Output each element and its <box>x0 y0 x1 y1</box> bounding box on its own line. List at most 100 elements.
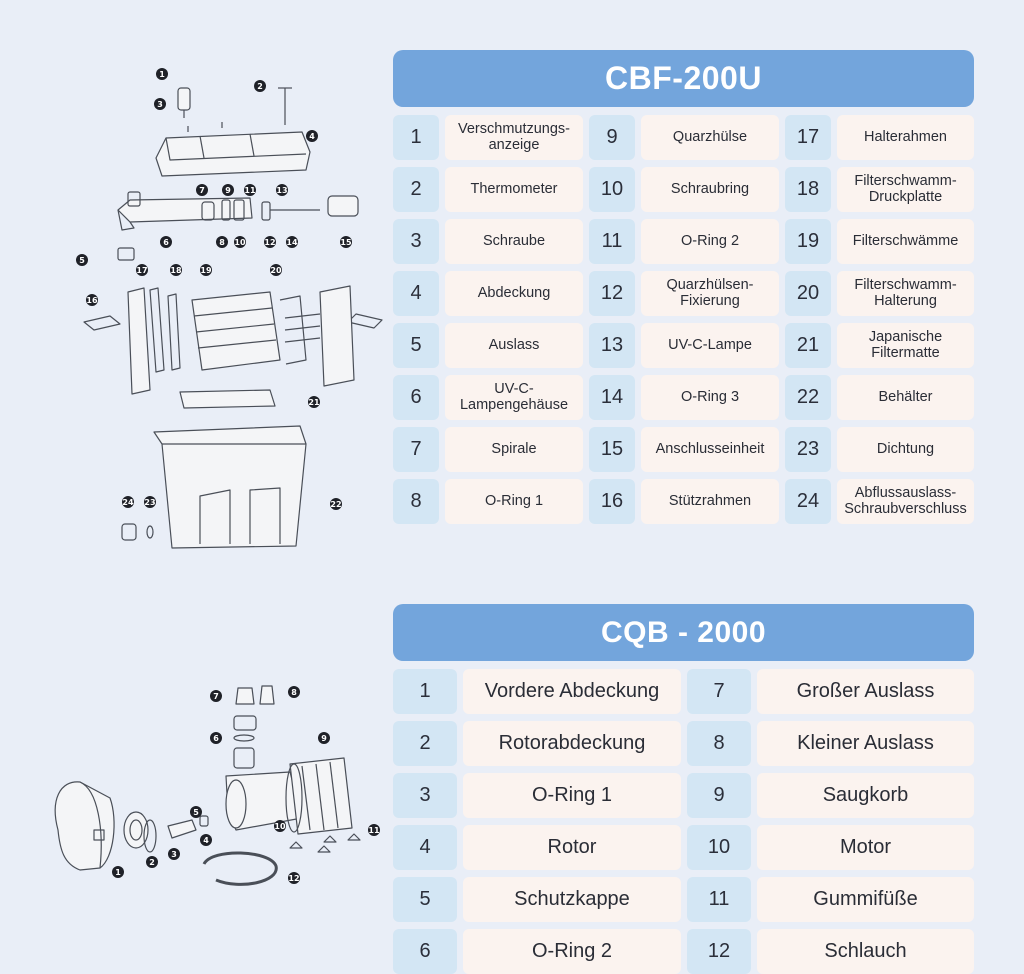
svg-text:11: 11 <box>368 826 380 835</box>
callout-1: 1 <box>112 866 124 878</box>
callout-10: 10 <box>274 820 286 832</box>
cqb-2000-exploded-diagram: 1 2 3 4 5 6 7 8 9 10 11 12 <box>54 685 380 886</box>
part-number-cell: 18 <box>785 167 831 212</box>
part-number-cell: 3 <box>393 773 457 818</box>
part-number-cell: 7 <box>393 427 439 472</box>
svg-text:16: 16 <box>86 296 98 305</box>
part-label-cell: Großer Auslass <box>757 669 974 714</box>
svg-text:22: 22 <box>330 500 341 509</box>
part-number-cell: 14 <box>589 375 635 420</box>
part-number-cell: 5 <box>393 877 457 922</box>
svg-text:17: 17 <box>136 266 147 275</box>
part-number-cell: 6 <box>393 929 457 974</box>
part-label-cell: Rotor <box>463 825 681 870</box>
svg-text:20: 20 <box>270 266 282 275</box>
part-label-cell: Saugkorb <box>757 773 974 818</box>
part-number-cell: 16 <box>589 479 635 524</box>
large-outlet-part <box>235 687 255 705</box>
callout-3: 3 <box>154 98 166 110</box>
part-number-cell: 4 <box>393 271 439 316</box>
part-label-cell: Kleiner Auslass <box>757 721 974 766</box>
filter-mat-part <box>179 389 276 409</box>
cqb-2000-title: CQB - 2000 <box>393 604 974 661</box>
part-number-cell: 4 <box>393 825 457 870</box>
part-label-cell: Japanische Filtermatte <box>837 323 974 368</box>
part-label-cell: Filterschwämme <box>837 219 974 264</box>
part-number-cell: 12 <box>687 929 751 974</box>
callout-11: 11 <box>368 824 380 836</box>
part-label-cell: UV-C-Lampe <box>641 323 779 368</box>
part-number-cell: 5 <box>393 323 439 368</box>
callout-13: 13 <box>276 184 288 196</box>
part-label-cell: Spirale <box>445 427 583 472</box>
small-outlet-part <box>259 685 275 705</box>
callout-20: 20 <box>270 264 282 276</box>
part-number-cell: 10 <box>687 825 751 870</box>
part-number-cell: 7 <box>687 669 751 714</box>
callout-15: 15 <box>340 236 352 248</box>
callout-6: 6 <box>160 236 172 248</box>
callout-16: 16 <box>86 294 98 306</box>
sponge-stack-part <box>191 291 281 371</box>
svg-text:19: 19 <box>200 266 212 275</box>
callout-5: 5 <box>190 806 202 818</box>
svg-text:7: 7 <box>213 692 219 701</box>
svg-text:18: 18 <box>170 266 182 275</box>
part-number-cell: 24 <box>785 479 831 524</box>
svg-text:4: 4 <box>309 132 315 141</box>
indicator-part <box>177 87 191 111</box>
callout-11: 11 <box>244 184 256 196</box>
part-label-cell: O-Ring 1 <box>445 479 583 524</box>
part-number-cell: 1 <box>393 669 457 714</box>
part-label-cell: Abflussauslass- Schraubverschluss <box>837 479 974 524</box>
svg-text:6: 6 <box>163 238 169 247</box>
svg-text:12: 12 <box>288 874 299 883</box>
callout-10: 10 <box>234 236 246 248</box>
svg-text:9: 9 <box>225 186 231 195</box>
callout-24: 24 <box>122 496 134 508</box>
svg-text:10: 10 <box>234 238 246 247</box>
svg-text:23: 23 <box>144 498 155 507</box>
part-label-cell: O-Ring 2 <box>641 219 779 264</box>
support-frame-left <box>83 315 121 331</box>
callout-9: 9 <box>318 732 330 744</box>
svg-text:5: 5 <box>193 808 199 817</box>
part-label-cell: Rotorabdeckung <box>463 721 681 766</box>
part-label-cell: Stützrahmen <box>641 479 779 524</box>
callout-1: 1 <box>156 68 168 80</box>
callout-19: 19 <box>200 264 212 276</box>
part-number-cell: 11 <box>589 219 635 264</box>
svg-text:1: 1 <box>115 868 121 877</box>
part-label-cell: Quarzhülse <box>641 115 779 160</box>
part-number-cell: 2 <box>393 167 439 212</box>
svg-text:2: 2 <box>257 82 263 91</box>
part-number-cell: 22 <box>785 375 831 420</box>
callout-2: 2 <box>146 856 158 868</box>
rotor-cover-part <box>123 811 149 849</box>
part-number-cell: 23 <box>785 427 831 472</box>
svg-text:5: 5 <box>79 256 85 265</box>
front-cover-part <box>54 781 115 871</box>
callout-17: 17 <box>136 264 148 276</box>
callout-6: 6 <box>210 732 222 744</box>
part-number-cell: 11 <box>687 877 751 922</box>
lid-part <box>155 131 311 177</box>
svg-text:6: 6 <box>213 734 219 743</box>
callout-18: 18 <box>170 264 182 276</box>
svg-text:8: 8 <box>291 688 297 697</box>
part-label-cell: O-Ring 3 <box>641 375 779 420</box>
callout-21: 21 <box>308 396 320 408</box>
part-label-cell: Filterschwamm- Druckplatte <box>837 167 974 212</box>
part-number-cell: 21 <box>785 323 831 368</box>
callout-23: 23 <box>144 496 156 508</box>
svg-text:13: 13 <box>276 186 287 195</box>
part-label-cell: Dichtung <box>837 427 974 472</box>
cbf-200u-exploded-diagram: 1 2 3 4 5 6 7 8 9 10 11 12 13 14 15 16 1… <box>76 68 383 549</box>
part-label-cell: UV-C- Lampengehäuse <box>445 375 583 420</box>
svg-text:24: 24 <box>122 498 134 507</box>
part-label-cell: Quarzhülsen- Fixierung <box>641 271 779 316</box>
svg-text:3: 3 <box>157 100 163 109</box>
